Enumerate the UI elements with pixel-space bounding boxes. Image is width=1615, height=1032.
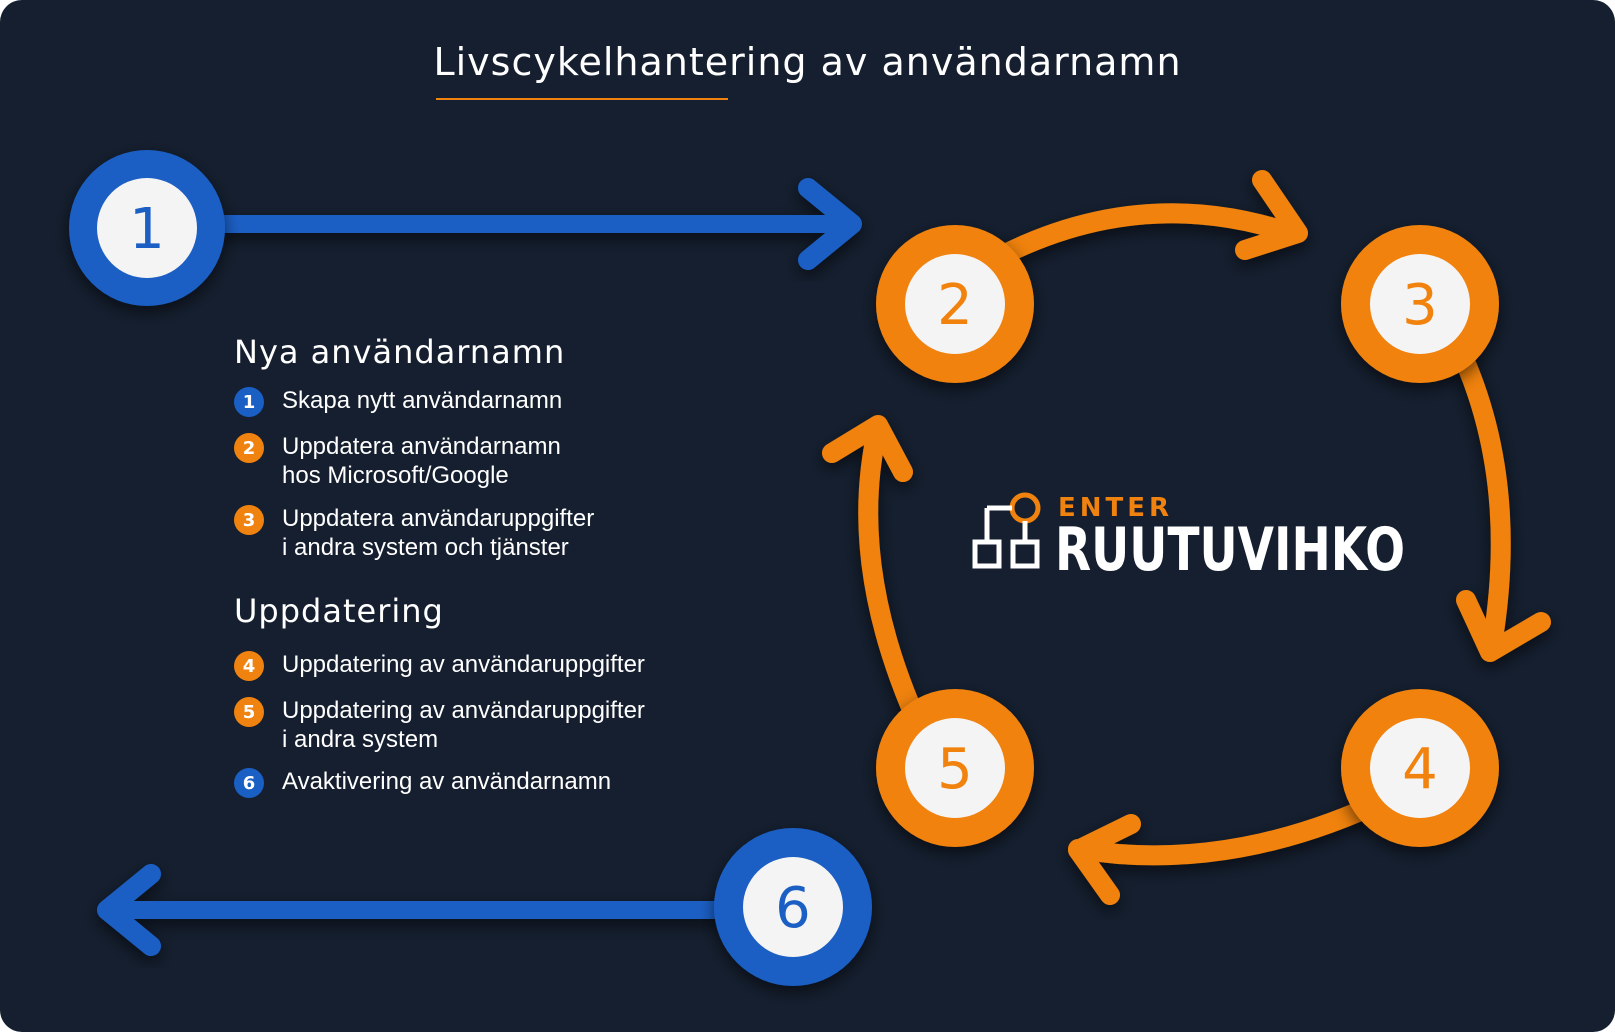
list-item-text: Uppdatera användarnamn hos Microsoft/Goo…	[282, 433, 561, 489]
list-item: 1 Skapa nytt användarnamn	[234, 386, 562, 417]
list-bullet-3: 3	[234, 505, 264, 535]
section-heading-update: Uppdatering	[234, 592, 444, 630]
list-bullet-4: 4	[234, 651, 264, 681]
list-item: 6 Avaktivering av användarnamn	[234, 767, 611, 798]
arrow-2-to-3	[995, 170, 1308, 264]
arrow-3-to-4	[1456, 356, 1551, 662]
list-item: 4 Uppdatering av användaruppgifter	[234, 650, 645, 681]
step-circle-6: 6	[714, 828, 872, 986]
list-item-text: Skapa nytt användarnamn	[282, 387, 563, 414]
title-underline	[436, 98, 728, 100]
section-heading-new: Nya användarnamn	[234, 333, 566, 371]
step-circle-2: 2	[876, 225, 1034, 383]
step-number-1: 1	[129, 197, 165, 262]
list-item: 3 Uppdatera användaruppgifter i andra sy…	[234, 504, 594, 562]
step-number-2: 2	[937, 273, 973, 338]
arrow-6-exit	[97, 864, 727, 956]
list-item: 5 Uppdatering av användaruppgifter i and…	[234, 696, 645, 754]
list-bullet-1: 1	[234, 387, 264, 417]
arrow-4-to-5	[1068, 802, 1368, 905]
list-item-text: Uppdatera användaruppgifter i andra syst…	[282, 505, 595, 561]
step-circle-5: 5	[876, 689, 1034, 847]
arrow-5-to-2	[822, 415, 920, 715]
step-number-5: 5	[937, 737, 973, 802]
step-circle-3: 3	[1341, 225, 1499, 383]
list-item-text: Avaktivering av användarnamn	[282, 768, 612, 795]
step-circle-1: 1	[69, 150, 225, 306]
step-number-3: 3	[1402, 273, 1438, 338]
list-item-text: Uppdatering av användaruppgifter	[282, 651, 645, 678]
org-chart-icon	[972, 492, 1041, 569]
list-item: 2 Uppdatera användarnamn hos Microsoft/G…	[234, 432, 561, 490]
list-bullet-5: 5	[234, 697, 264, 727]
page-title: Livscykelhantering av användarnamn	[433, 40, 1182, 84]
step-number-6: 6	[775, 876, 811, 941]
logo: ENTER RUUTUVIHKO	[972, 492, 1405, 585]
logo-bottom-text: RUUTUVIHKO	[1055, 515, 1405, 585]
step-number-4: 4	[1402, 737, 1438, 802]
list-bullet-6: 6	[234, 768, 264, 798]
step-circle-4: 4	[1341, 689, 1499, 847]
arrow-1-to-2	[206, 178, 862, 270]
list-bullet-2: 2	[234, 433, 264, 463]
list-item-text: Uppdatering av användaruppgifter i andra…	[282, 697, 645, 753]
logo-top-text: ENTER	[1058, 493, 1173, 523]
